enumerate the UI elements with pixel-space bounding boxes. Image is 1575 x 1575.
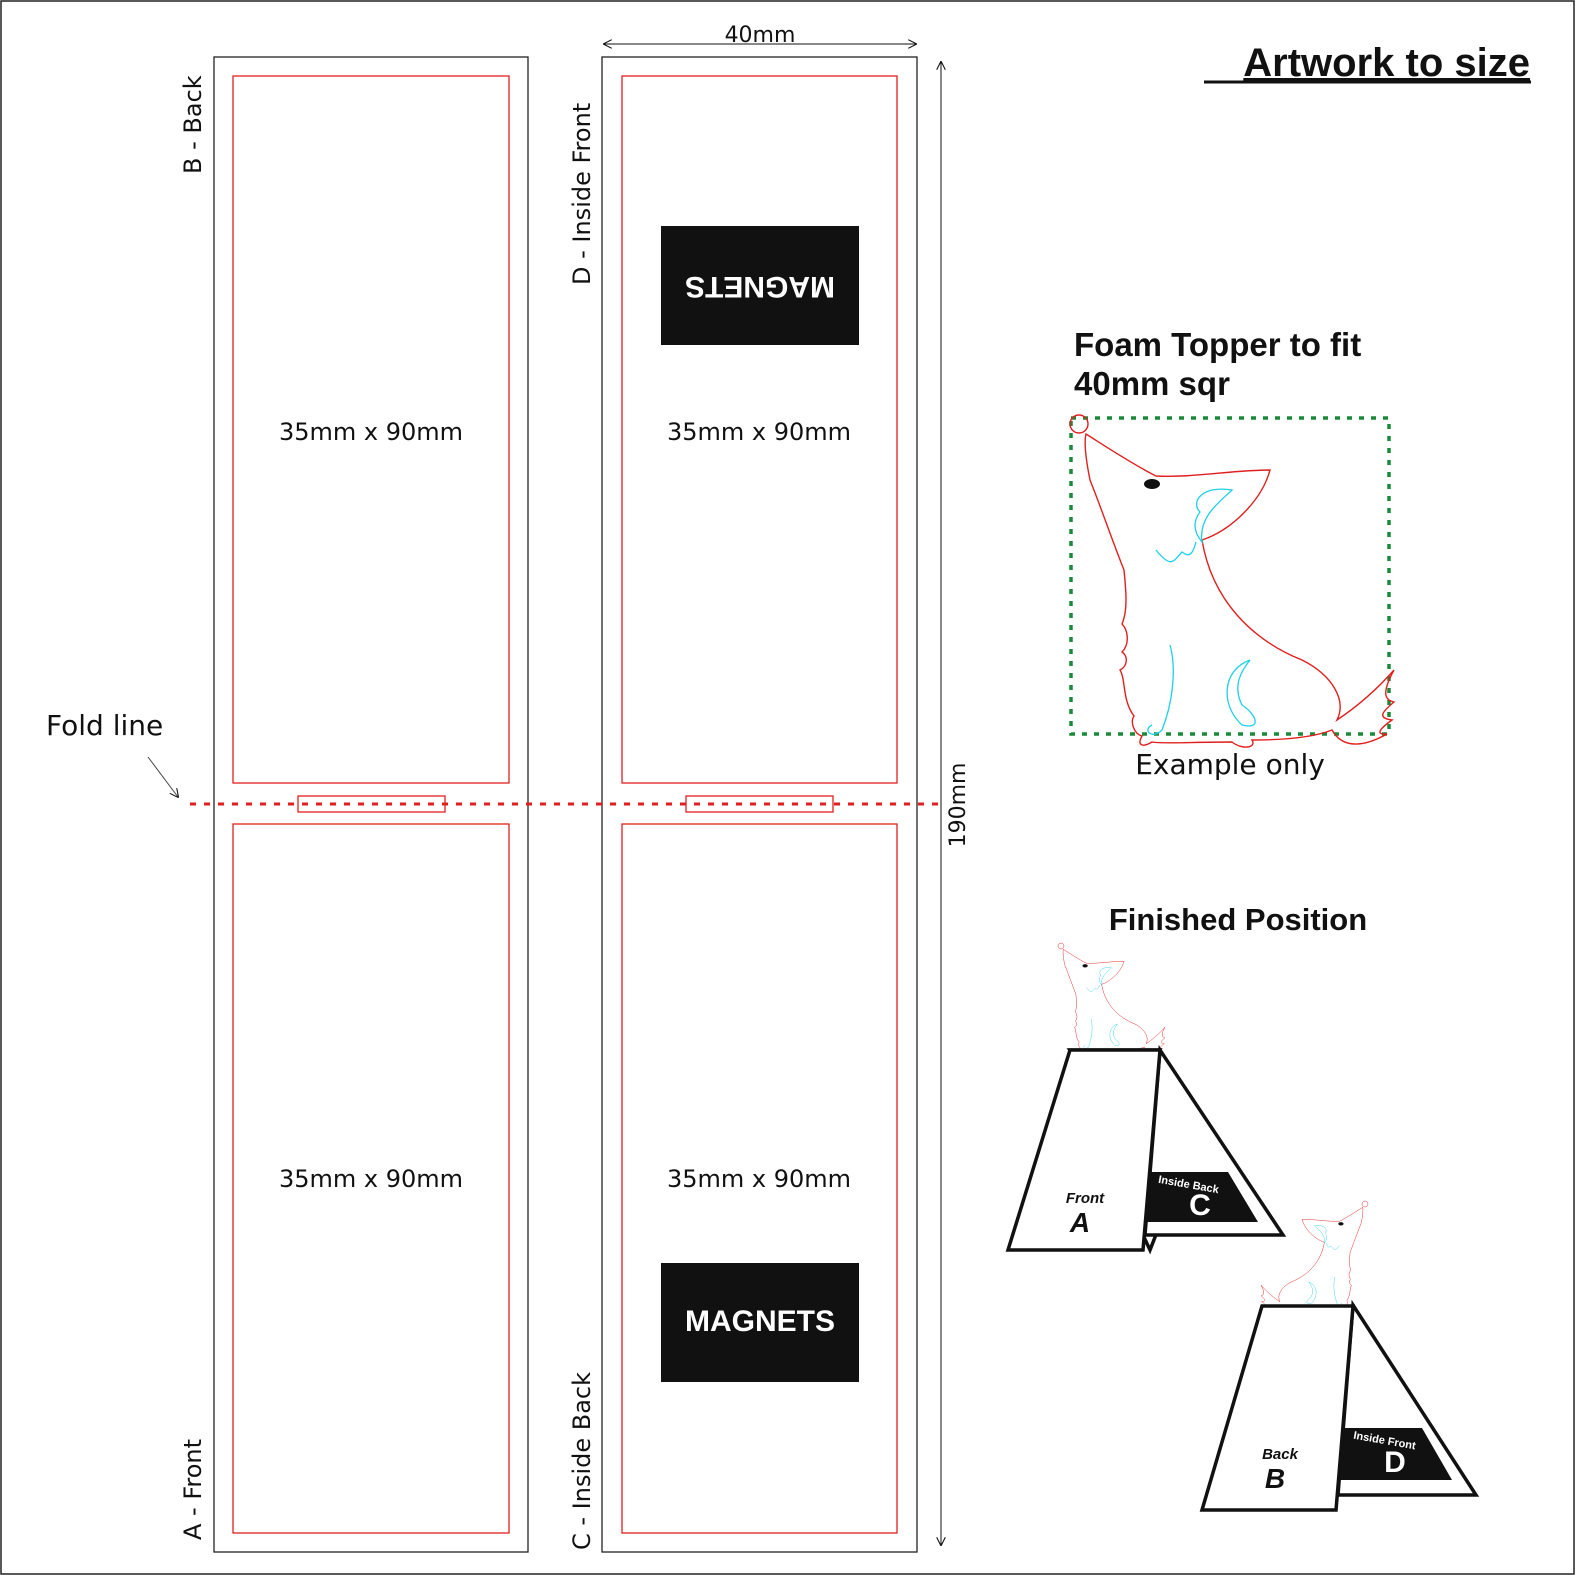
tent-2-front-letter: B xyxy=(1265,1463,1285,1494)
topper-outline xyxy=(1069,416,1391,736)
finished-tent-2: Inside Front D Back B xyxy=(1199,1200,1480,1512)
dog-illustration xyxy=(1069,414,1395,748)
tent-2-inside-letter: D xyxy=(1384,1446,1406,1479)
tent-1-dog xyxy=(1057,942,1166,1053)
side-label-a: A - Front xyxy=(179,1439,207,1540)
panel-d-size: 35mm x 90mm xyxy=(667,418,851,446)
page-title: Artwork to size xyxy=(1243,41,1530,85)
fold-line-label: Fold line xyxy=(46,709,163,742)
magnet-block-top xyxy=(661,226,859,345)
topper-heading-line2: 40mm sqr xyxy=(1074,365,1230,402)
tent-1-inside-tag xyxy=(1143,1172,1258,1222)
finished-heading: Finished Position xyxy=(1109,902,1367,937)
height-dimension-label: 190mm xyxy=(946,763,971,848)
width-dimension-label: 40mm xyxy=(725,23,796,48)
tent-1-inside-letter: C xyxy=(1189,1189,1211,1222)
panel-b-bleed xyxy=(232,75,510,784)
panel-c-bleed xyxy=(621,823,898,1534)
topper-heading-line1: Foam Topper to fit xyxy=(1074,326,1361,363)
magnet-label-bottom: MAGNETS xyxy=(685,1305,835,1338)
tent-1-front-word: Front xyxy=(1066,1190,1105,1207)
tent-2-front-face xyxy=(1199,1304,1355,1512)
fold-line-arrow xyxy=(147,756,178,797)
panel-d-bleed xyxy=(621,75,898,784)
tent-1-front-face xyxy=(1005,1048,1162,1252)
panel-c-size: 35mm x 90mm xyxy=(667,1165,851,1193)
finished-tent-1: Inside Back C Front A xyxy=(1005,942,1287,1255)
tent-2-inside-tag xyxy=(1338,1428,1452,1480)
magnet-label-top: MAGNETS xyxy=(685,270,835,303)
panel-a-bleed xyxy=(232,823,510,1534)
magnet-block-bottom xyxy=(661,1263,859,1382)
panel-a-size: 35mm x 90mm xyxy=(279,1165,463,1193)
tent-1-front-letter: A xyxy=(1069,1207,1090,1238)
side-label-d: D - Inside Front xyxy=(568,103,596,285)
topper-caption: Example only xyxy=(1135,748,1325,781)
side-label-b: B - Back xyxy=(179,75,207,174)
left-strip: 35mm x 90mm 35mm x 90mm B - Back A - Fro… xyxy=(179,56,529,1553)
tent-2-front-word: Back xyxy=(1262,1446,1299,1463)
tent-2-dog xyxy=(1260,1200,1369,1311)
panel-b-size: 35mm x 90mm xyxy=(279,418,463,446)
side-label-c: C - Inside Back xyxy=(568,1372,596,1550)
